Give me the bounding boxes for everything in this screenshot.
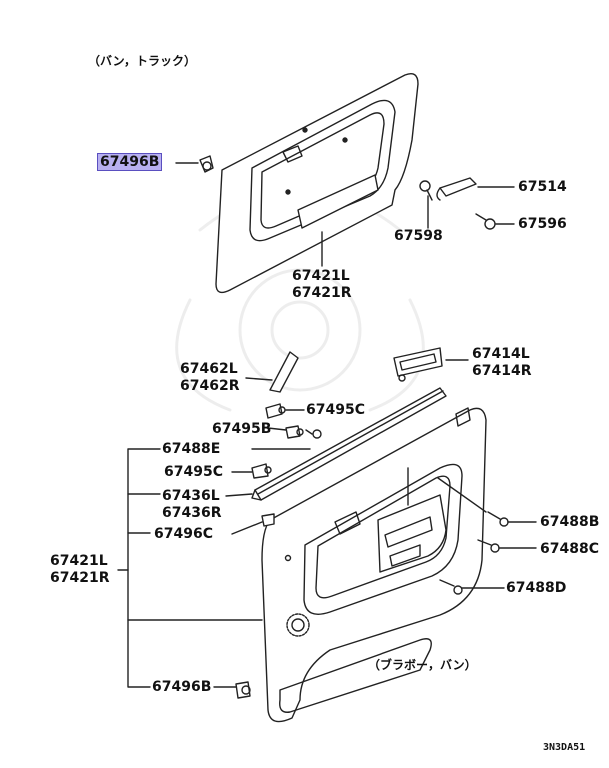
- screw-67488b-part: [487, 511, 509, 527]
- leader-67495b: [267, 427, 287, 431]
- part-label-67598[interactable]: 67598: [394, 228, 443, 244]
- part-label-67495b[interactable]: 67495B: [212, 421, 272, 437]
- screw-67598-part: [419, 180, 433, 201]
- part-label-67462[interactable]: 67462L 67462R: [180, 361, 240, 395]
- part-number-67414l[interactable]: 67414L: [472, 346, 530, 362]
- part-label-67488d[interactable]: 67488D: [506, 580, 567, 596]
- leader-67436: [225, 493, 253, 497]
- part-label-67414[interactable]: 67414L 67414R: [472, 346, 532, 380]
- part-label-67488e[interactable]: 67488E: [162, 441, 221, 457]
- part-number-67436l[interactable]: 67436L: [162, 488, 220, 504]
- part-label-67496c[interactable]: 67496C: [154, 526, 213, 542]
- screw-67596-part: [475, 213, 496, 230]
- leader-67496c: [231, 521, 263, 535]
- leader-67488b-to-panel: [437, 477, 487, 513]
- part-number-67462l[interactable]: 67462L: [180, 361, 238, 377]
- part-number-67421r-bottom[interactable]: 67421R: [50, 570, 110, 586]
- part-label-67495c-lower[interactable]: 67495C: [164, 464, 223, 480]
- part-label-67436[interactable]: 67436L 67436R: [162, 488, 222, 522]
- variant-note-bottom: （ブラボー，バン）: [368, 658, 477, 672]
- part-label-67514[interactable]: 67514: [518, 179, 567, 195]
- part-label-67488b[interactable]: 67488B: [540, 514, 600, 530]
- clip-67495c-upper-part: [265, 403, 286, 419]
- clip-67495b-part: [285, 425, 322, 439]
- part-label-67496b-top[interactable]: 67496B: [96, 153, 163, 171]
- part-label-67421-bottom[interactable]: 67421L 67421R: [50, 553, 110, 587]
- pull-handle-67514-part: [436, 177, 477, 201]
- part-number-67436r[interactable]: 67436R: [162, 505, 222, 521]
- variant-note-top: （バン，トラック）: [88, 54, 197, 68]
- upper-door-trim-panel: [215, 72, 419, 294]
- part-number-67462r[interactable]: 67462R: [180, 378, 240, 394]
- screw-67488d-part: [439, 579, 463, 595]
- part-label-67495c-upper[interactable]: 67495C: [306, 402, 365, 418]
- part-number-67421r-top[interactable]: 67421R: [292, 285, 352, 301]
- drawing-code: 3N3DA51: [543, 742, 586, 753]
- leader-67462: [245, 377, 273, 381]
- clip-67496b-top-part: [199, 155, 214, 173]
- bracket-67421-bottom: [117, 448, 263, 688]
- weatherstrip-67436-part: [251, 387, 447, 501]
- part-number-67414r[interactable]: 67414R: [472, 363, 532, 379]
- corner-piece-67462-part: [269, 351, 299, 393]
- clip-67496b-bottom-part: [235, 681, 251, 699]
- clip-67496c-part: [261, 513, 275, 527]
- part-number-67421l-bottom[interactable]: 67421L: [50, 553, 108, 569]
- lower-door-trim-panel: [261, 407, 487, 723]
- part-label-67496b-bottom[interactable]: 67496B: [152, 679, 212, 695]
- part-number-highlighted[interactable]: 67496B: [96, 153, 163, 171]
- part-label-67596[interactable]: 67596: [518, 216, 567, 232]
- part-number-67421l-top[interactable]: 67421L: [292, 268, 350, 284]
- clip-67495c-lower-part: [251, 463, 272, 479]
- part-label-67421-top[interactable]: 67421L 67421R: [292, 268, 352, 302]
- part-label-67488c[interactable]: 67488C: [540, 541, 599, 557]
- bezel-67414-part: [393, 347, 443, 382]
